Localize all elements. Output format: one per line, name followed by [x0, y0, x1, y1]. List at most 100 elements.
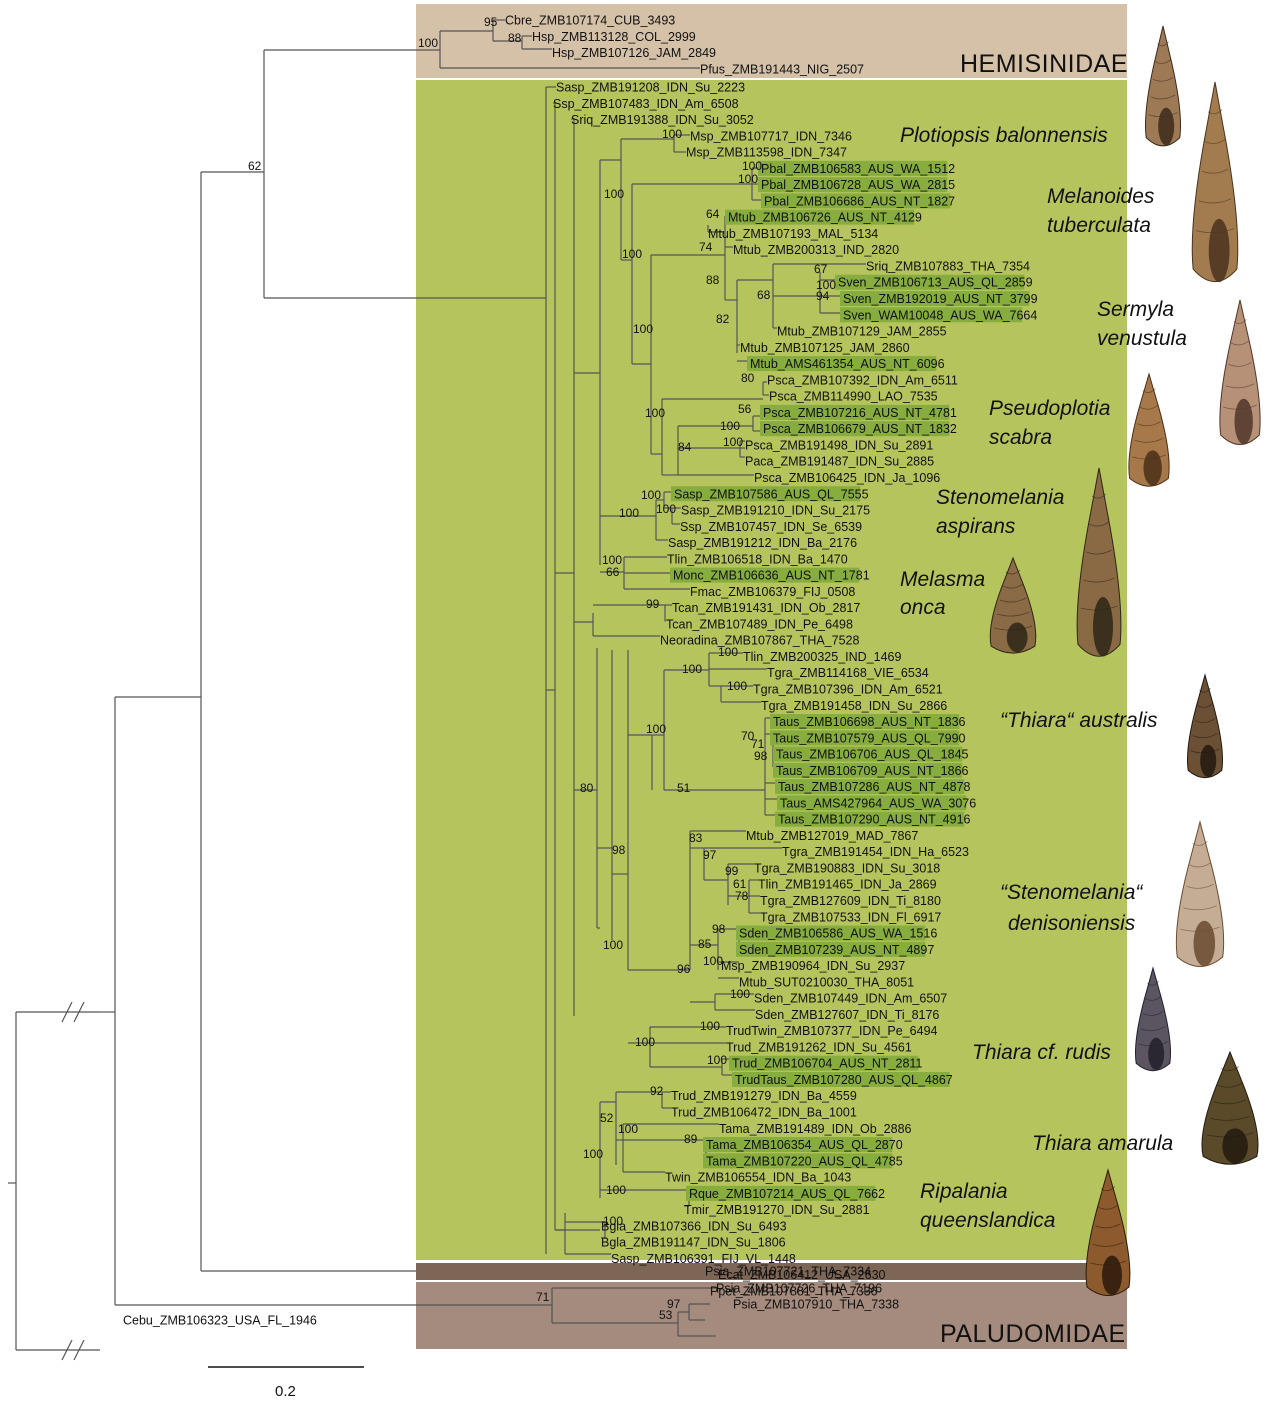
bootstrap-value: 100 [727, 679, 747, 693]
leaf-label: Mtub_ZMB107129_JAM_2855 [777, 325, 947, 339]
leaf-label: Psia_ZMB107910_THA_7338 [733, 1298, 899, 1312]
bootstrap-value: 97 [703, 848, 717, 862]
leaf-label: Trud_ZMB191279_IDN_Ba_4559 [671, 1089, 857, 1103]
bootstrap-value: 64 [706, 207, 720, 221]
leaf-label: Tgra_ZMB114168_VIE_6534 [767, 666, 929, 680]
bootstrap-value: 98 [712, 922, 726, 936]
bootstrap-value: 88 [508, 31, 522, 45]
leaf-label: Hsp_ZMB113128_COL_2999 [532, 30, 696, 44]
bootstrap-value: 95 [484, 15, 498, 29]
species-label: “Stenomelania“ [1000, 881, 1143, 904]
species-label: Stenomelania [936, 486, 1064, 509]
species-label: “Thiara“ australis [1000, 709, 1158, 732]
bootstrap-value: 100 [720, 419, 740, 433]
bootstrap-value: 56 [738, 402, 752, 416]
leaf-label: Tgra_ZMB107533_IDN_Fl_6917 [760, 910, 941, 924]
leaf-label: Sasp_ZMB191208_IDN_Su_2223 [556, 81, 745, 95]
leaf-label: TrudTwin_ZMB107377_IDN_Pe_6494 [726, 1024, 938, 1038]
bootstrap-value: 51 [677, 781, 691, 795]
leaf-label: Tlin_ZMB200325_IND_1469 [743, 650, 901, 664]
leaf-label: Sasp_ZMB107586_AUS_QL_7555 [674, 487, 869, 501]
leaf-label: Cebu_ZMB106323_USA_FL_1946 [123, 1314, 317, 1328]
leaf-label: Tama_ZMB191489_IDN_Ob_2886 [719, 1122, 912, 1136]
leaf-label: Msp_ZMB190964_IDN_Su_2937 [721, 959, 905, 973]
bootstrap-value: 100 [723, 435, 743, 449]
species-label: Thiara cf. rudis [972, 1041, 1111, 1064]
bootstrap-value: 66 [606, 565, 620, 579]
leaf-label: Tcan_ZMB191431_IDN_Ob_2817 [672, 601, 860, 615]
leaf-label: Mtub_ZMB106726_AUS_NT_4129 [728, 211, 922, 225]
leaf-label: Ssp_ZMB107457_IDN_Se_6539 [680, 520, 862, 534]
bootstrap-value: 100 [718, 645, 738, 659]
family-label-paludomidae: PALUDOMIDAE [940, 1320, 1126, 1348]
leaf-label: Tgra_ZMB127609_IDN_Ti_8180 [760, 894, 941, 908]
bootstrap-value: 88 [706, 273, 720, 287]
bootstrap-value: 100 [606, 1183, 626, 1197]
leaf-label: Pbal_ZMB106583_AUS_WA_1512 [761, 162, 955, 176]
bootstrap-value: 100 [603, 938, 623, 952]
bootstrap-value: 100 [700, 1019, 720, 1033]
leaf-label: Fmac_ZMB106379_FIJ_0508 [690, 585, 855, 599]
bootstrap-value: 74 [699, 240, 713, 254]
species-label: Melanoides [1047, 185, 1155, 208]
leaf-label: Sriq_ZMB107883_THA_7354 [866, 259, 1030, 273]
bootstrap-value: 94 [816, 289, 830, 303]
bootstrap-value: 89 [684, 1132, 698, 1146]
leaf-label: Trud_ZMB106472_IDN_Ba_1001 [671, 1106, 857, 1120]
bootstrap-value: 100 [662, 127, 682, 141]
leaf-label: Psca_ZMB106679_AUS_NT_1832 [763, 422, 957, 436]
leaf-label: Pbal_ZMB106728_AUS_WA_2815 [761, 178, 955, 192]
leaf-label: Pbal_ZMB106686_AUS_NT_1827 [764, 194, 955, 208]
bootstrap-value: 99 [725, 864, 739, 878]
leaf-label: Taus_ZMB107286_AUS_NT_4878 [778, 780, 971, 794]
bootstrap-value: 52 [600, 1111, 614, 1125]
leaf-label: Tama_ZMB106354_AUS_QL_2870 [706, 1138, 903, 1152]
species-label: aspirans [936, 515, 1016, 538]
leaf-label: Bgla_ZMB107366_IDN_Su_6493 [601, 1219, 787, 1233]
leaf-label: Tama_ZMB107220_AUS_QL_4785 [706, 1154, 903, 1168]
leaf-label: Tgra_ZMB107396_IDN_Am_6521 [753, 682, 943, 696]
leaf-label: Sden_ZMB107239_AUS_NT_4897 [739, 943, 934, 957]
leaf-label: Mtub_ZMB107125_JAM_2860 [740, 341, 910, 355]
bootstrap-value: 80 [741, 371, 755, 385]
bootstrap-value: 67 [814, 262, 828, 276]
leaf-label: Psca_ZMB107216_AUS_NT_4781 [763, 406, 957, 420]
bootstrap-value: 68 [757, 288, 771, 302]
leaf-label: Sven_ZMB106713_AUS_QL_2859 [838, 276, 1033, 290]
leaf-label: Msp_ZMB107717_IDN_7346 [690, 129, 852, 143]
bootstrap-value: 100 [703, 954, 723, 968]
bootstrap-value: 100 [730, 987, 750, 1001]
bootstrap-value: 100 [742, 159, 762, 173]
bootstrap-value: 100 [418, 36, 438, 50]
leaf-label: Mtub_ZMB107193_MAL_5134 [708, 227, 878, 241]
leaf-label: Taus_ZMB107579_AUS_QL_7990 [773, 731, 966, 745]
leaf-label: Taus_ZMB106706_AUS_QL_1845 [776, 748, 969, 762]
leaf-label: Psia_ZMB107721_THA_7334 [705, 1265, 871, 1279]
bootstrap-value: 92 [650, 1084, 664, 1098]
leaf-label: Sriq_ZMB191388_IDN_Su_3052 [571, 113, 754, 127]
leaf-label: Hsp_ZMB107126_JAM_2849 [552, 46, 716, 60]
bootstrap-value: 100 [603, 1214, 623, 1228]
leaf-label: Sven_WAM10048_AUS_WA_7664 [843, 308, 1037, 322]
leaf-label: Trud_ZMB106704_AUS_NT_2811 [732, 1057, 922, 1071]
leaf-label: Mtub_AMS461354_AUS_NT_6096 [750, 357, 945, 371]
bootstrap-value: 100 [635, 1035, 655, 1049]
bootstrap-value: 82 [716, 312, 730, 326]
leaf-label: Sasp_ZMB191212_IDN_Ba_2176 [668, 536, 857, 550]
leaf-label: Bgla_ZMB191147_IDN_Su_1806 [601, 1236, 786, 1250]
stenomelania-den-shell [1176, 822, 1223, 967]
bootstrap-value: 100 [738, 172, 758, 186]
leaf-label: Twin_ZMB106554_IDN_Ba_1043 [665, 1171, 851, 1185]
leaf-label: Sden_ZMB106586_AUS_WA_1516 [739, 927, 937, 941]
bootstrap-value: 100 [604, 187, 624, 201]
species-label: scabra [989, 426, 1052, 449]
leaf-label: Msp_ZMB113598_IDN_7347 [686, 146, 847, 160]
leaf-label: Cbre_ZMB107174_CUB_3493 [505, 14, 675, 28]
bootstrap-value: 100 [645, 406, 665, 420]
bootstrap-value: 62 [248, 159, 262, 173]
leaf-label: TrudTaus_ZMB107280_AUS_QL_4867 [735, 1073, 953, 1087]
bootstrap-value: 80 [580, 781, 594, 795]
bootstrap-value: 100 [619, 506, 639, 520]
leaf-label: Monc_ZMB106636_AUS_NT_1781 [673, 569, 870, 583]
